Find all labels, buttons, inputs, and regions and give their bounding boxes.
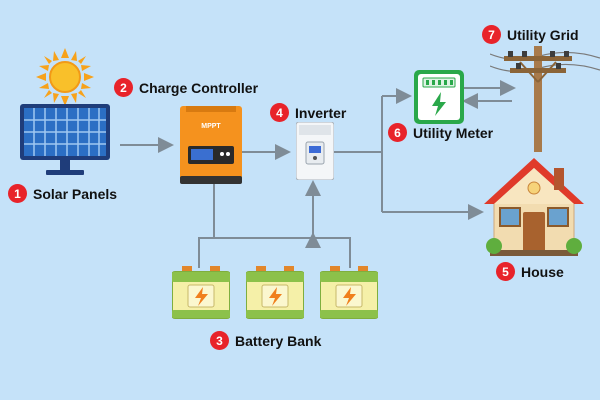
number-badge: 6 [388, 123, 407, 142]
label-text: Battery Bank [235, 332, 322, 349]
component-label: 6 Utility Meter [388, 123, 493, 142]
label-text: Utility Meter [413, 124, 494, 141]
battery-icon [246, 266, 304, 319]
number-badge: 5 [496, 262, 515, 281]
utility-pole-icon [490, 46, 600, 152]
label-text: Solar Panels [33, 185, 118, 202]
controller-brand-text: MPPT [201, 123, 221, 130]
solar-panel-icon [20, 104, 110, 175]
number-badge: 3 [210, 331, 229, 350]
battery-bus-line [198, 237, 351, 268]
label-text: House [521, 263, 564, 280]
component-label: 1 Solar Panels [8, 184, 117, 203]
inverter-icon [296, 122, 334, 180]
number-badge: 7 [482, 25, 501, 44]
house-icon [484, 158, 584, 256]
component-label: 2 Charge Controller [114, 78, 258, 97]
number-badge: 4 [270, 103, 289, 122]
label-text: Charge Controller [139, 79, 259, 96]
component-label: 5 House [496, 262, 564, 281]
label-text: Inverter [295, 104, 347, 121]
number-badge: 2 [114, 78, 133, 97]
number-badge: 1 [8, 184, 27, 203]
label-text: Utility Grid [507, 26, 579, 43]
sun-icon [36, 48, 94, 106]
battery-icon [172, 266, 230, 319]
charge-controller-icon: MPPT [180, 106, 242, 184]
component-label: 7 Utility Grid [482, 25, 579, 44]
component-label: 3 Battery Bank [210, 331, 321, 350]
utility-meter-icon [414, 70, 464, 124]
component-label: 4 Inverter [270, 103, 346, 122]
battery-icon [320, 266, 378, 319]
